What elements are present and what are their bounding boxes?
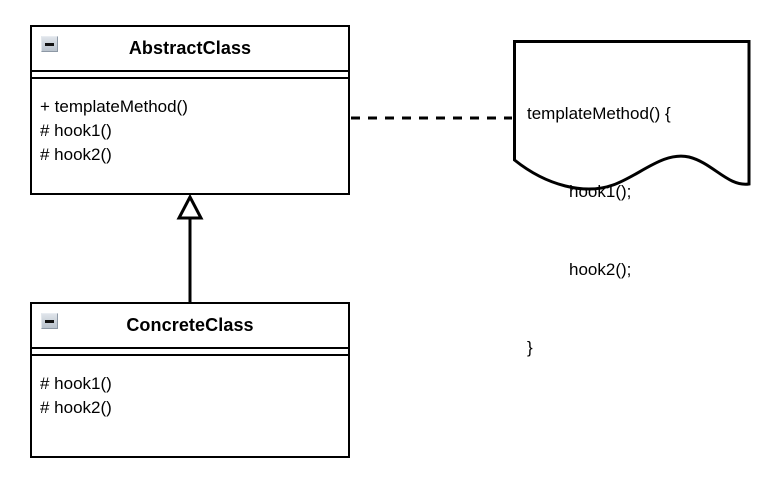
class-members-abstractclass: + templateMethod() # hook1() # hook2() xyxy=(32,79,348,167)
minus-glyph xyxy=(45,42,54,46)
class-member[interactable]: # hook2() xyxy=(40,398,112,417)
uml-class-abstractclass[interactable]: AbstractClass + templateMethod() # hook1… xyxy=(30,25,350,195)
class-section-separator xyxy=(32,70,348,79)
class-name-abstractclass: AbstractClass xyxy=(128,38,252,58)
class-members-concreteclass: # hook1() # hook2() xyxy=(32,356,348,420)
note-line: hook2(); xyxy=(569,260,632,279)
class-header-abstractclass: AbstractClass xyxy=(32,27,348,70)
class-name-concreteclass: ConcreteClass xyxy=(126,315,254,335)
note-outline-path xyxy=(513,40,751,191)
note-body-text: templateMethod() { hook1(); hook2(); } xyxy=(527,49,671,413)
class-member[interactable]: # hook2() xyxy=(40,145,112,164)
generalization-connector[interactable] xyxy=(176,193,204,302)
note-line: templateMethod() { xyxy=(527,104,671,123)
class-section-separator xyxy=(32,347,348,356)
collapse-minus-icon[interactable] xyxy=(41,313,58,329)
class-header-concreteclass: ConcreteClass xyxy=(32,304,348,347)
note-line: hook1(); xyxy=(569,182,632,201)
note-shape xyxy=(513,40,751,191)
hollow-triangle-arrowhead xyxy=(176,193,204,220)
class-member[interactable]: # hook1() xyxy=(40,374,112,393)
collapse-minus-icon[interactable] xyxy=(41,36,58,52)
note-line: } xyxy=(527,338,533,357)
uml-class-concreteclass[interactable]: ConcreteClass # hook1() # hook2() xyxy=(30,302,350,458)
uml-note-templatemethod-body[interactable]: templateMethod() { hook1(); hook2(); } xyxy=(513,40,753,357)
class-member[interactable]: # hook1() xyxy=(40,121,112,140)
class-member[interactable]: + templateMethod() xyxy=(40,97,188,116)
minus-glyph xyxy=(45,319,54,323)
